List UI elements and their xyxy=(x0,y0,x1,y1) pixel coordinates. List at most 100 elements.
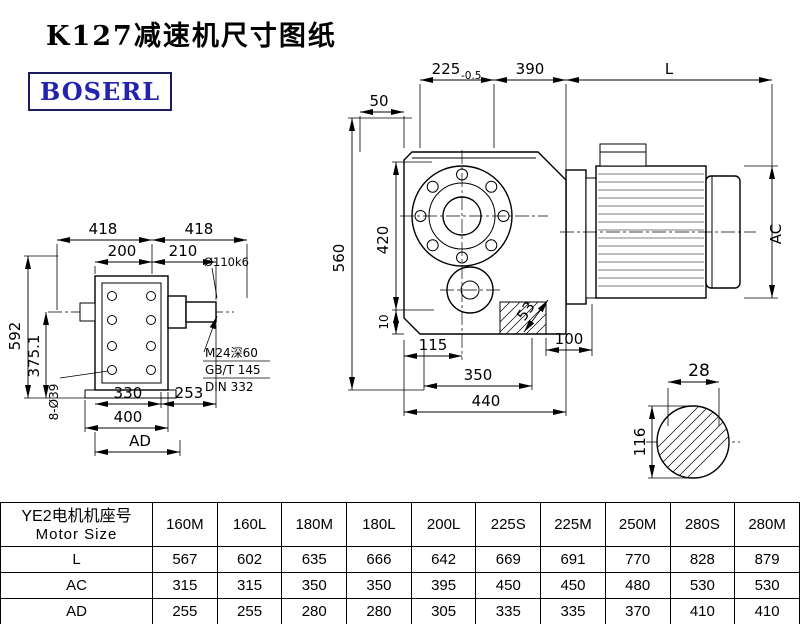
dim-115: 115 xyxy=(419,336,448,354)
dim-8-holes: 8-Ø39 xyxy=(47,384,61,421)
dim-560: 560 xyxy=(330,244,348,273)
motor-fins xyxy=(598,173,704,287)
table-header-row: YE2电机机座号 Motor Size 160M 160L 180M 180L … xyxy=(0,502,800,547)
table-row-label: AC xyxy=(0,572,153,599)
lower-bore-circle xyxy=(446,266,494,314)
table-col-header: 250M xyxy=(604,502,671,547)
main-view: 225 -0.5 390 L 50 560 420 10 115 53 100 … xyxy=(330,60,785,416)
table-cell: 691 xyxy=(540,546,606,573)
table-cell: 315 xyxy=(216,572,283,599)
dim-AD: AD xyxy=(129,432,151,450)
dim-116: 116 xyxy=(631,428,649,457)
table-cell: 450 xyxy=(475,572,542,599)
table-cell: 395 xyxy=(410,572,477,599)
table-cell: 280 xyxy=(281,598,348,624)
table-cell: 335 xyxy=(475,598,542,624)
table-row-AC: AC 315 315 350 350 395 450 450 480 530 5… xyxy=(0,572,800,599)
note-gbt: GB/T 145 xyxy=(205,363,261,377)
table-cell: 879 xyxy=(734,546,800,573)
dim-375: 375.1 xyxy=(25,335,43,378)
dim-28: 28 xyxy=(688,361,710,381)
dim-10: 10 xyxy=(377,314,391,329)
boserl-logo: BOSERL xyxy=(28,72,173,111)
table-cell: 335 xyxy=(540,598,606,624)
motor-flange xyxy=(565,169,587,305)
dim-390: 390 xyxy=(516,60,545,78)
table-cell: 567 xyxy=(152,546,218,573)
dim-400: 400 xyxy=(114,408,143,426)
table-col-header: 280S xyxy=(669,502,736,547)
table-row-L: L 567 602 635 666 642 669 691 770 828 87… xyxy=(0,546,800,573)
dim-592: 592 xyxy=(6,322,24,351)
table-header-motor-size: YE2电机机座号 Motor Size xyxy=(0,502,153,547)
table-col-header: 160M xyxy=(152,502,218,547)
table-cell: 635 xyxy=(281,546,348,573)
left-view-housing xyxy=(94,275,169,391)
dim-50: 50 xyxy=(369,92,388,110)
table-cell: 450 xyxy=(540,572,606,599)
dim-418-left: 418 xyxy=(89,220,118,238)
motor xyxy=(565,143,741,305)
table-cell: 666 xyxy=(346,546,412,573)
dim-330: 330 xyxy=(114,384,143,402)
bolt-holes xyxy=(107,291,156,375)
motor-size-label-cn: YE2电机机座号 xyxy=(21,507,132,525)
table-row-label: L xyxy=(0,546,153,573)
output-shaft-step1 xyxy=(167,295,187,329)
table-cell: 642 xyxy=(410,546,477,573)
left-view: 418 418 200 210 Ø110k6 592 375.1 8-Ø39 3… xyxy=(6,220,270,456)
dim-200: 200 xyxy=(108,242,137,260)
dim-350: 350 xyxy=(464,366,493,384)
table-col-header: 280M xyxy=(734,502,800,547)
table-cell: 669 xyxy=(475,546,542,573)
table-cell: 350 xyxy=(346,572,412,599)
dim-420: 420 xyxy=(374,226,392,255)
table-cell: 255 xyxy=(216,598,283,624)
table-cell: 530 xyxy=(734,572,800,599)
motor-size-table: YE2电机机座号 Motor Size 160M 160L 180M 180L … xyxy=(0,502,800,624)
table-col-header: 200L xyxy=(410,502,477,547)
table-col-header: 225M xyxy=(540,502,606,547)
shaft-end-view: 28 116 xyxy=(631,361,740,479)
table-cell: 315 xyxy=(152,572,218,599)
table-cell: 410 xyxy=(669,598,736,624)
page-title: K127减速机尺寸图纸 xyxy=(46,21,337,52)
table-cell: 410 xyxy=(734,598,800,624)
table-col-header: 180M xyxy=(281,502,348,547)
dim-225: 225 xyxy=(432,60,461,78)
motor-size-label-en: Motor Size xyxy=(35,525,118,543)
table-cell: 770 xyxy=(604,546,671,573)
dim-210: 210 xyxy=(169,242,198,260)
note-thread: M24深60 xyxy=(205,346,258,360)
table-cell: 280 xyxy=(346,598,412,624)
note-din: DIN 332 xyxy=(205,380,253,394)
gearbox-housing xyxy=(403,151,567,335)
dim-253: 253 xyxy=(175,384,204,402)
shaft-end-hatch xyxy=(657,406,729,478)
left-view-housing-inner xyxy=(101,282,162,384)
technical-drawing: 418 418 200 210 Ø110k6 592 375.1 8-Ø39 3… xyxy=(6,60,785,479)
table-cell: 602 xyxy=(216,546,283,573)
dim-225-tolerance: -0.5 xyxy=(461,70,482,82)
table-cell: 350 xyxy=(281,572,348,599)
table-col-header: 180L xyxy=(346,502,412,547)
table-cell: 530 xyxy=(669,572,736,599)
table-row-AD: AD 255 255 280 280 305 335 335 370 410 4… xyxy=(0,598,800,624)
motor-flange-step xyxy=(585,177,597,299)
motor-terminal-box xyxy=(599,143,647,167)
dim-100: 100 xyxy=(555,330,584,348)
table-cell: 305 xyxy=(410,598,477,624)
table-cell: 370 xyxy=(604,598,671,624)
table-row-label: AD xyxy=(0,598,153,624)
table-cell: 255 xyxy=(152,598,218,624)
left-view-base xyxy=(84,389,177,399)
table-col-header: 160L xyxy=(216,502,283,547)
dim-440: 440 xyxy=(472,392,501,410)
boserl-logo-text: BOSERL xyxy=(40,77,161,106)
input-flange-circles xyxy=(411,165,513,267)
table-cell: 480 xyxy=(604,572,671,599)
dim-shaft-diameter: Ø110k6 xyxy=(204,255,249,269)
left-view-input-stub xyxy=(79,302,96,322)
dim-L: L xyxy=(665,60,674,78)
dim-418-right: 418 xyxy=(185,220,214,238)
